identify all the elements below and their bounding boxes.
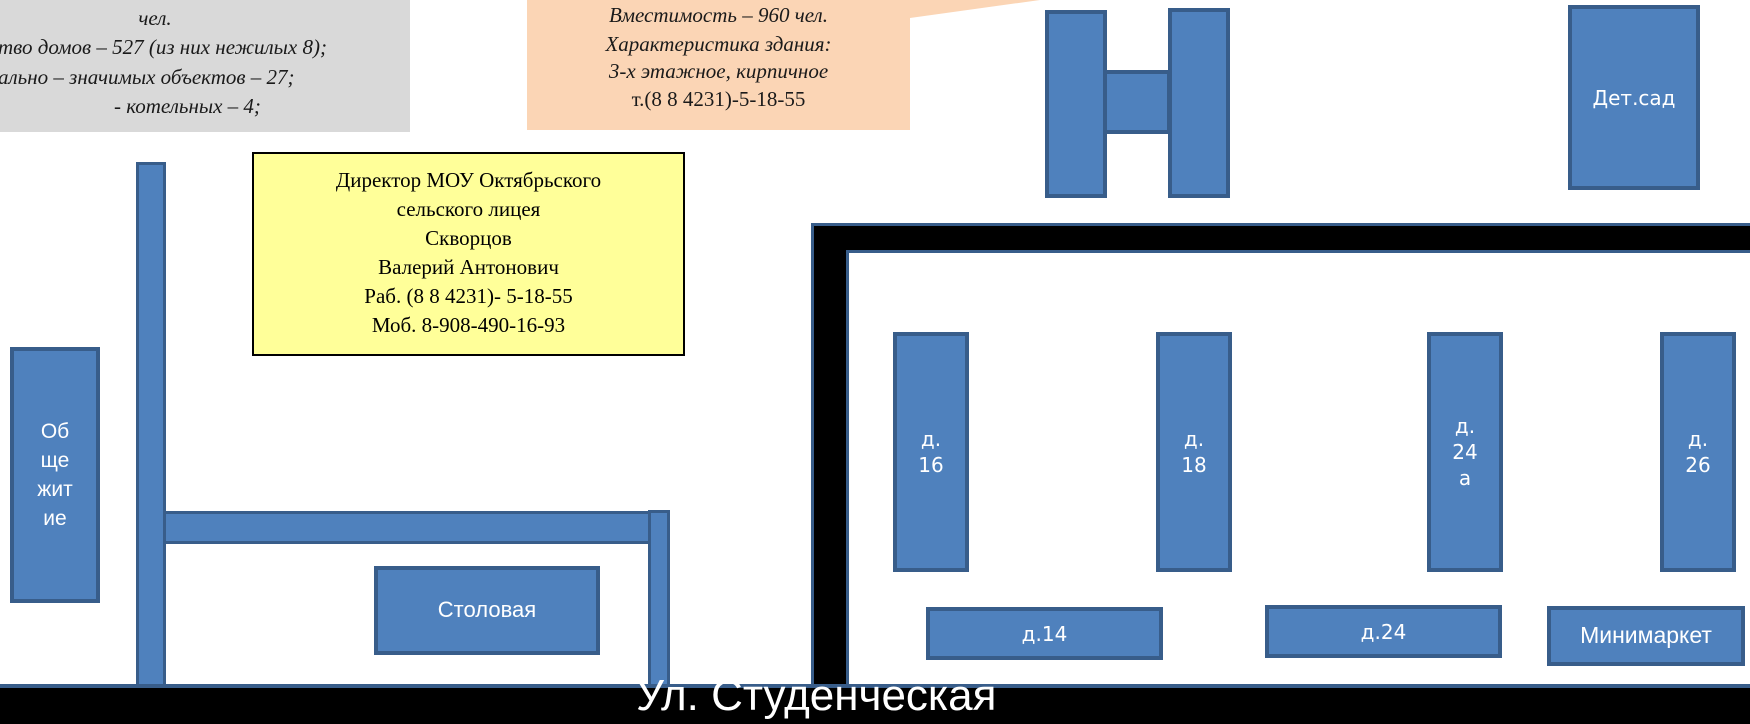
block-fence-top-wall	[814, 226, 1750, 250]
house-24a-label-2: 24	[1452, 440, 1478, 464]
director-line-5: Раб. (8 8 4231)- 5-18-55	[364, 284, 573, 308]
info-line-1: чел.	[138, 6, 172, 30]
director-line-3: Скворцов	[425, 226, 512, 250]
kindergarten-label: Дет.сад	[1592, 85, 1676, 110]
block-fence-left-wall	[814, 226, 846, 696]
school-building-right-wing	[1168, 8, 1230, 198]
street-label: Ул. Студенческая	[636, 672, 997, 720]
house-16-label-2: 16	[918, 453, 944, 477]
director-line-6: Моб. 8-908-490-16-93	[371, 313, 566, 337]
school-callout: Вместимость – 960 чел. Характеристика зд…	[527, 0, 910, 130]
block-fence-inner-edge	[846, 250, 1750, 253]
house-24a-label-1: д.	[1454, 414, 1476, 438]
house-24-label: д.24	[1360, 619, 1407, 644]
house-14: д.14	[926, 607, 1163, 660]
house-24a-label-3: а	[1458, 466, 1472, 490]
canteen-building: Столовая	[374, 566, 600, 655]
house-18-label-2: 18	[1181, 453, 1207, 477]
house-26-label-1: д.	[1687, 427, 1709, 451]
dormitory-building: Об ще жит ие	[10, 347, 100, 603]
house-14-label: д.14	[1021, 621, 1068, 646]
house-24: д.24	[1265, 605, 1502, 658]
school-callout-bubble	[527, 0, 1040, 130]
school-building-left-wing	[1045, 10, 1107, 198]
dormitory-label-1: Об	[40, 420, 70, 443]
path-horizontal	[163, 511, 663, 544]
canteen-label: Столовая	[437, 597, 537, 623]
house-26-label-2: 26	[1685, 453, 1711, 477]
info-panel: чел. тво домов – 527 (из них нежилых 8);…	[0, 0, 410, 132]
house-26: д. 26	[1660, 332, 1736, 572]
house-18-label-1: д.	[1183, 427, 1205, 451]
path-vertical-left	[136, 162, 166, 690]
info-line-4: - котельных – 4;	[114, 94, 261, 118]
director-line-1: Директор МОУ Октябрьского	[335, 168, 602, 192]
callout-line-2: Характеристика здания:	[605, 32, 832, 56]
house-24a: д. 24 а	[1427, 332, 1503, 572]
house-16-label-1: д.	[920, 427, 942, 451]
dormitory-label-3: жит	[37, 478, 73, 501]
dormitory-label-4: ие	[43, 507, 67, 530]
path-vertical-right	[648, 510, 670, 690]
callout-line-4: т.(8 8 4231)-5-18-55	[631, 87, 806, 111]
minimarket-building: Минимаркет	[1547, 606, 1745, 666]
callout-line-1: Вместимость – 960 чел.	[609, 3, 828, 27]
house-16: д. 16	[893, 332, 969, 572]
director-line-4: Валерий Антонович	[378, 255, 559, 279]
director-info-box: Директор МОУ Октябрьского сельского лице…	[252, 152, 685, 356]
house-18: д. 18	[1156, 332, 1232, 572]
info-line-3: ально – значимых объектов – 27;	[0, 65, 295, 89]
kindergarten-building: Дет.сад	[1568, 5, 1700, 190]
block-fence-inner-edge-left	[846, 250, 849, 696]
school-building-connector	[1103, 70, 1171, 134]
dormitory-label-2: ще	[40, 449, 70, 472]
street: Ул. Студенческая	[0, 672, 1750, 724]
callout-line-3: 3-х этажное, кирпичное	[608, 59, 829, 83]
info-line-2: тво домов – 527 (из них нежилых 8);	[0, 35, 327, 59]
minimarket-label: Минимаркет	[1580, 622, 1712, 649]
director-line-2: сельского лицея	[396, 197, 541, 221]
block-fence-outer	[811, 223, 1750, 703]
